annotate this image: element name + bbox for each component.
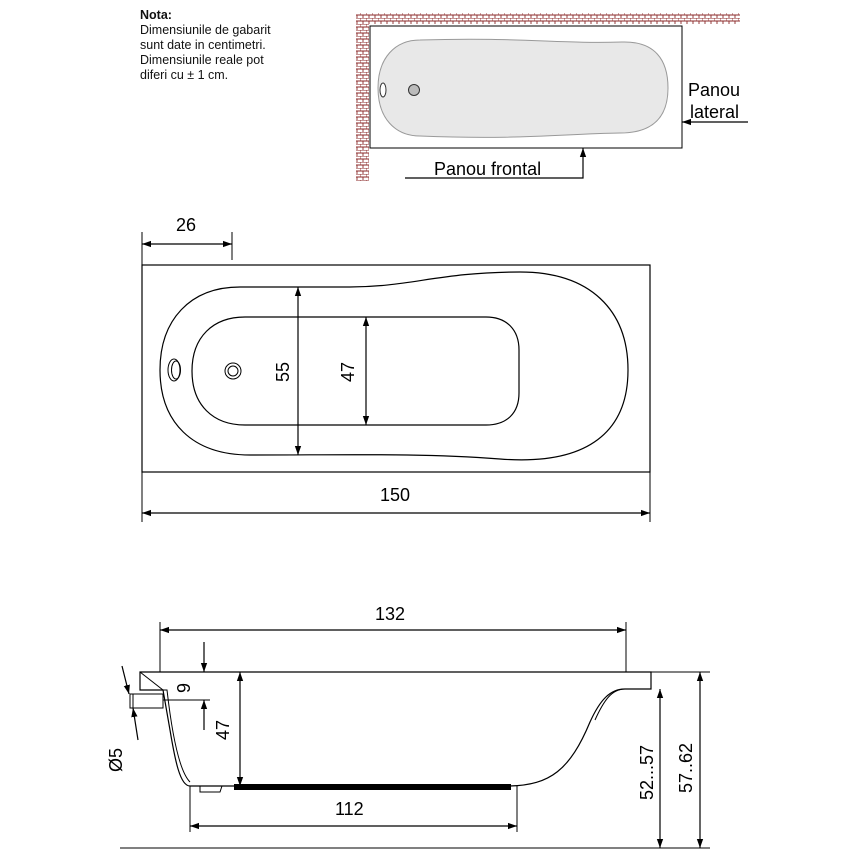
top-view-rim-contour [159, 271, 629, 461]
note-line-3: Dimensiunile reale pot [140, 53, 264, 67]
dim-112-label: 112 [335, 799, 364, 819]
dim-26-label: 26 [176, 215, 196, 235]
dim-47-top-label: 47 [338, 362, 358, 382]
top-view-basin-contour [191, 316, 520, 426]
side-view-bottom-plate [234, 784, 511, 790]
dim-52-57-label: 52...57 [637, 745, 657, 800]
overflow-pipe [129, 693, 164, 709]
label-panou-frontal: Panou frontal [434, 159, 541, 179]
dim-diameter-label: Ø5 [106, 748, 126, 772]
wall-hatch-top [356, 13, 740, 24]
note-block: Nota: Dimensiunile de gabarit sunt date … [140, 8, 330, 83]
dim-150-label: 150 [380, 485, 410, 505]
mini-tub-basin [377, 38, 669, 138]
note-line-2: sunt date in centimetri. [140, 38, 266, 52]
drain-icon [224, 362, 242, 380]
dim-55-label: 55 [273, 362, 293, 382]
overflow-icon [167, 358, 181, 382]
dim-47-side-label: 47 [213, 720, 233, 740]
dim-132-label: 132 [375, 604, 405, 624]
label-panou-lateral-2: lateral [690, 102, 739, 122]
side-view: 132 9 47 Ø5 112 52...57 57..62 [106, 604, 710, 849]
note-title: Nota: [140, 8, 172, 22]
mini-drain-icon [408, 84, 420, 96]
side-view-tub-profile [139, 671, 652, 787]
label-panou-lateral-1: Panou [688, 80, 740, 100]
dim-57-62-label: 57..62 [676, 743, 696, 793]
top-view-outline [141, 264, 651, 473]
dim-9-label: 9 [174, 683, 194, 693]
mini-plan: Panou lateral Panou frontal [356, 13, 748, 181]
wall-hatch-left [356, 13, 369, 181]
mini-tub-outline [369, 25, 683, 149]
top-view: 26 55 47 150 [141, 215, 651, 522]
note-line-4: diferi cu ± 1 cm. [140, 68, 229, 82]
note-line-1: Dimensiunile de gabarit [140, 23, 271, 37]
drain-outlet [199, 785, 223, 793]
mini-overflow-icon [379, 82, 387, 98]
